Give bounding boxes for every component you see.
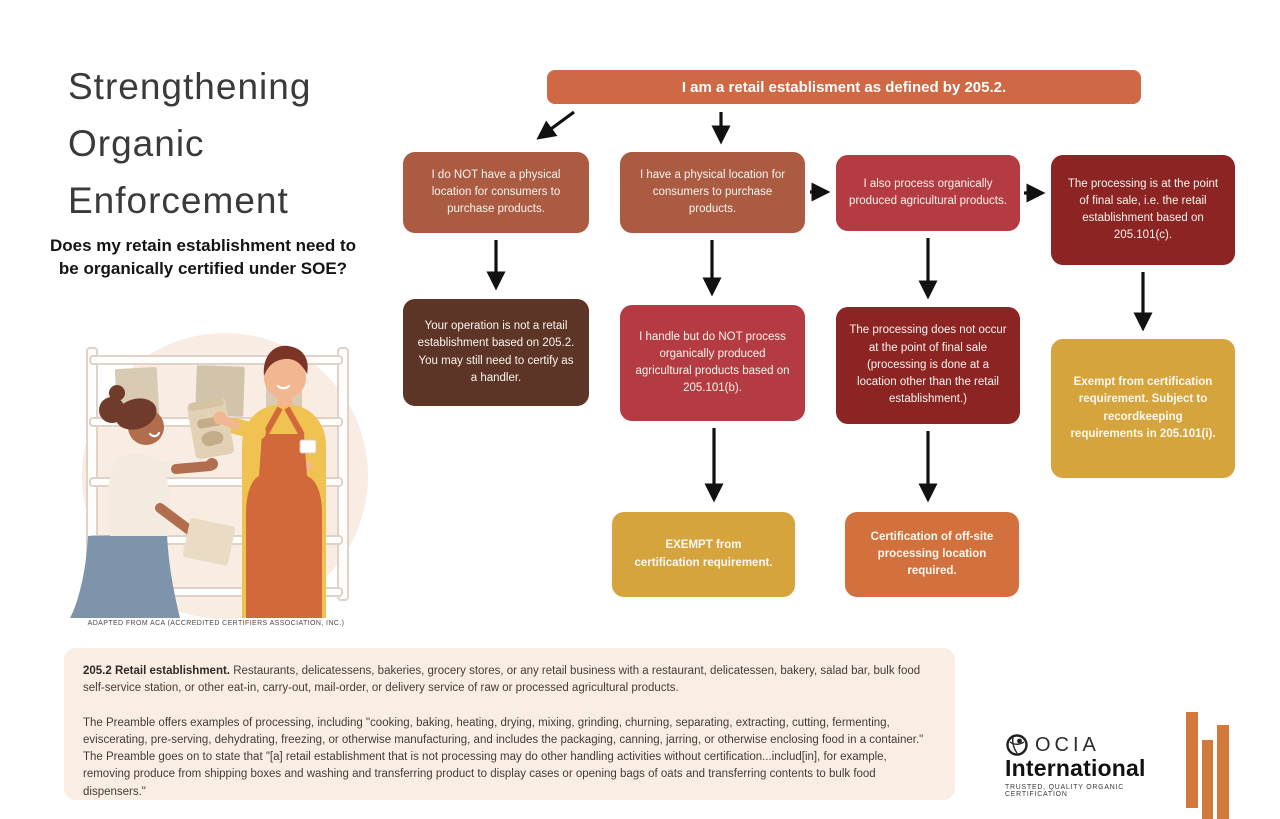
logo-name: OCIA	[1035, 733, 1100, 756]
bar-2	[1202, 740, 1213, 819]
customer-arm-to-bag	[150, 458, 218, 478]
definition-heading: 205.2 Retail establishment.	[83, 665, 231, 677]
clerk-hand-on-bag	[213, 411, 241, 430]
flow-node-offsite-certification: Certification of off-site processing loc…	[845, 512, 1019, 597]
clerk-figure	[227, 345, 326, 618]
page-title-line2: Organic	[68, 123, 205, 164]
definition-paragraph-1: 205.2 Retail establishment. Restaurants,…	[83, 663, 936, 698]
flow-node-root: I am a retail establisment as defined by…	[547, 70, 1141, 104]
ocia-logo: OCIA International TRUSTED, QUALITY ORGA…	[1005, 733, 1180, 799]
page-title-line1: Strengthening	[68, 66, 312, 107]
logo-international: International	[1005, 755, 1146, 781]
bar-1	[1186, 712, 1198, 808]
ocia-emblem-icon	[1006, 734, 1028, 756]
page-title-line3: Enforcement	[68, 180, 289, 221]
page-title: Strengthening Organic Enforcement	[68, 58, 408, 229]
flow-node-exempt: EXEMPT from certification requirement.	[612, 512, 795, 597]
flow-node-processing-at-final-sale: The processing is at the point of final …	[1051, 155, 1235, 265]
logo-tagline: TRUSTED, QUALITY ORGANIC CERTIFICATION	[1005, 784, 1124, 798]
flow-node-also-process: I also process organically produced agri…	[836, 155, 1020, 231]
definition-body: Restaurants, delicatessens, bakeries, gr…	[83, 665, 921, 695]
flow-node-no-physical-location: I do NOT have a physical location for co…	[403, 152, 589, 233]
flow-node-has-physical-location: I have a physical location for consumers…	[620, 152, 805, 233]
flow-node-not-retail-establishment: Your operation is not a retail establish…	[403, 299, 589, 406]
arrow-root-to-no-location	[536, 110, 575, 140]
bar-3	[1217, 725, 1229, 819]
flow-node-handle-not-process: I handle but do NOT process organically …	[620, 305, 805, 421]
name-tag	[299, 439, 317, 454]
flow-node-processing-offsite: The processing does not occur at the poi…	[836, 307, 1020, 424]
definition-panel: 205.2 Retail establishment. Restaurants,…	[64, 648, 955, 800]
definition-paragraph-2: The Preamble offers examples of processi…	[83, 716, 924, 798]
question-subtitle: Does my retain establishment need to be …	[49, 236, 357, 278]
store-clerk-customer-illustration	[70, 333, 368, 619]
illustration-caption: ADAPTED FROM ACA (ACCREDITED CERTIFIERS …	[87, 620, 345, 627]
flow-node-exempt-recordkeeping: Exempt from certification requirement. S…	[1051, 339, 1235, 478]
